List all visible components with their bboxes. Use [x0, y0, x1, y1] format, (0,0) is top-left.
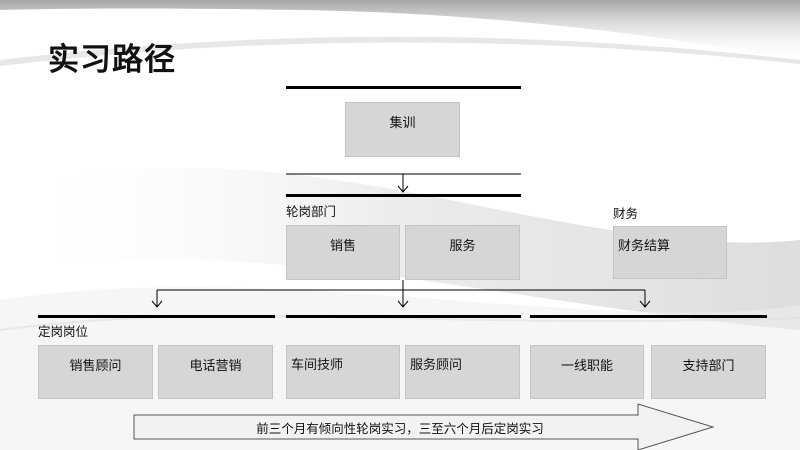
- divider-line-placement-left: [38, 315, 275, 318]
- placement-box-telemarketing: 电话营销: [158, 345, 273, 399]
- finance-box: 财务结算: [613, 226, 727, 279]
- rotation-box-sales-label: 销售: [329, 239, 356, 254]
- placement-box-sales-consultant: 销售顾问: [38, 345, 153, 399]
- placement-box-label: 电话营销: [189, 359, 242, 374]
- placement-box-label: 支持部门: [682, 359, 735, 374]
- divider-line-placement-middle: [286, 315, 521, 318]
- page-title: 实习路径: [48, 42, 176, 78]
- placement-box-label: 销售顾问: [69, 359, 122, 374]
- rotation-label: 轮岗部门: [286, 204, 337, 219]
- placement-label: 定岗岗位: [38, 324, 89, 339]
- placement-box-service-consultant: 服务顾问: [405, 345, 520, 399]
- placement-box-workshop-technician: 车间技师: [286, 345, 400, 399]
- training-box-label: 集训: [389, 116, 416, 131]
- placement-box-support-departments: 支持部门: [651, 345, 766, 399]
- rotation-box-sales: 销售: [286, 225, 400, 280]
- divider-line-top: [286, 86, 521, 89]
- divider-line-placement-right: [530, 315, 767, 318]
- rotation-box-service-label: 服务: [449, 239, 476, 254]
- finance-box-label: 财务结算: [618, 239, 671, 254]
- rotation-box-service: 服务: [405, 225, 520, 280]
- placement-box-label: 一线职能: [560, 359, 613, 374]
- placement-box-label: 车间技师: [291, 358, 344, 373]
- training-box: 集训: [345, 102, 460, 157]
- finance-label: 财务: [613, 206, 639, 221]
- placement-box-label: 服务顾问: [410, 358, 463, 373]
- timeline-text: 前三个月有倾向性轮岗实习，三至六个月后定岗实习: [256, 421, 544, 436]
- divider-line-rotation: [286, 194, 521, 197]
- placement-box-frontline-functions: 一线职能: [530, 345, 644, 399]
